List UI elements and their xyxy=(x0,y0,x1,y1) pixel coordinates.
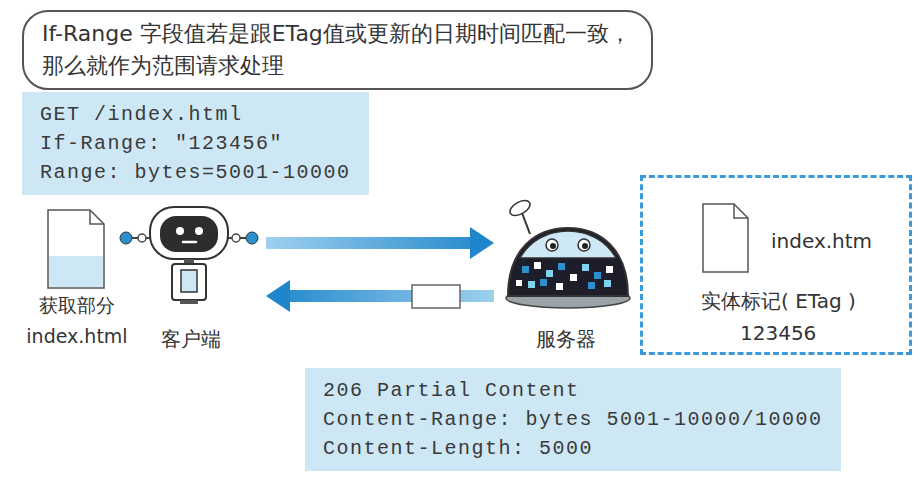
http-line: Content-Range: bytes 5001-10000/10000 xyxy=(323,405,823,434)
server-robot: 服务器 xyxy=(496,200,636,352)
resource-panel: index.htm 实体标记( ETag ) 123456 xyxy=(640,175,912,355)
http-line: Range: bytes=5001-10000 xyxy=(40,158,351,187)
resource-text: 123456 xyxy=(740,320,816,346)
actor-label: 客户端 xyxy=(161,326,221,352)
request-message: GET /index.htmlIf-Range: "123456"Range: … xyxy=(22,92,369,195)
client-robot-figure xyxy=(120,207,258,304)
icon-caption: 获取部分 index.html xyxy=(25,290,129,352)
resource-text: index.htm xyxy=(771,228,872,254)
message-packet xyxy=(412,285,460,308)
flow-arrow xyxy=(266,237,470,249)
resource-text: 实体标记( ETag ) xyxy=(701,288,856,314)
annotation-text: If-Range 字段值若是跟ETag值或更新的日期时间匹配一致， 那么就作为范… xyxy=(42,18,633,82)
document-icon xyxy=(48,210,104,288)
http-line: GET /index.html xyxy=(40,100,351,129)
document-icon xyxy=(703,204,748,272)
callout-note: If-Range 字段值若是跟ETag值或更新的日期时间匹配一致， 那么就作为范… xyxy=(22,10,653,90)
flow-arrow xyxy=(290,290,494,302)
http-line: Content-Length: 5000 xyxy=(323,434,823,463)
http-line: If-Range: "123456" xyxy=(40,129,351,158)
response-message: 206 Partial ContentContent-Range: bytes … xyxy=(305,368,841,471)
server-robot-figure xyxy=(506,197,630,308)
client-robot: 客户端 xyxy=(118,200,264,352)
actor-label: 服务器 xyxy=(536,326,596,352)
http-line: 206 Partial Content xyxy=(323,376,823,405)
